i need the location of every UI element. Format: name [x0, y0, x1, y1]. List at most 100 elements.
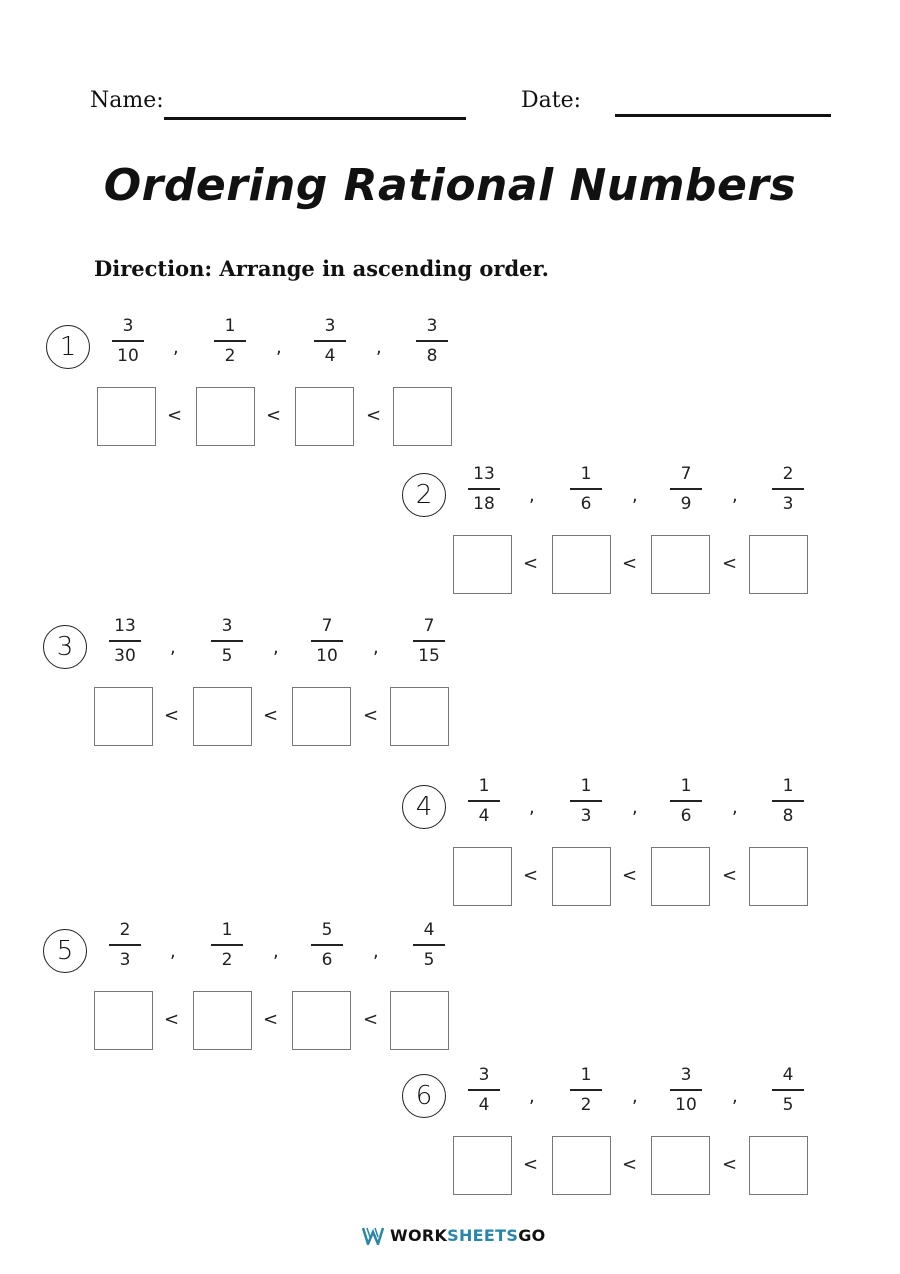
- problem-2: 2 13 18 1 6 7 9 2 3 ,,,<<<: [402, 464, 822, 613]
- problem-number: 3: [43, 625, 87, 669]
- denominator: 30: [114, 646, 136, 666]
- fraction: 13 18: [464, 463, 504, 515]
- fraction: 1 6: [666, 775, 706, 827]
- answer-box-2[interactable]: [193, 991, 252, 1050]
- answer-box-4[interactable]: [390, 991, 449, 1050]
- answer-box-1[interactable]: [453, 535, 512, 594]
- fraction: 3 4: [310, 315, 350, 367]
- answer-box-2[interactable]: [552, 847, 611, 906]
- answer-box-2[interactable]: [552, 535, 611, 594]
- numerator: 3: [221, 616, 233, 636]
- comma-separator: ,: [273, 637, 279, 658]
- fraction: 3 5: [207, 615, 247, 667]
- fraction: 4 5: [409, 919, 449, 971]
- comma-separator: ,: [632, 1086, 638, 1107]
- numerator: 3: [324, 316, 336, 336]
- problem-number: 2: [402, 473, 446, 517]
- fraction-bar: [211, 944, 243, 946]
- answer-box-4[interactable]: [390, 687, 449, 746]
- fraction-bar: [570, 800, 602, 802]
- fraction: 1 3: [566, 775, 606, 827]
- numerator: 3: [680, 1065, 692, 1085]
- numerator: 1: [580, 464, 592, 484]
- less-than-symbol: <: [266, 405, 282, 426]
- answer-box-2[interactable]: [552, 1136, 611, 1195]
- answer-box-3[interactable]: [292, 991, 351, 1050]
- denominator: 4: [324, 346, 336, 366]
- answer-box-1[interactable]: [94, 991, 153, 1050]
- answer-box-2[interactable]: [196, 387, 255, 446]
- answer-box-1[interactable]: [453, 847, 512, 906]
- problem-3: 3 13 30 3 5 7 10 7 15 ,,,<<<: [43, 616, 463, 765]
- less-than-symbol: <: [523, 1154, 539, 1175]
- fraction-bar: [772, 1089, 804, 1091]
- brand-work: WORK: [390, 1226, 448, 1245]
- denominator: 10: [675, 1095, 697, 1115]
- fraction: 2 3: [105, 919, 145, 971]
- name-field[interactable]: [164, 117, 466, 120]
- less-than-symbol: <: [263, 1009, 279, 1030]
- numerator: 7: [423, 616, 435, 636]
- comma-separator: ,: [373, 637, 379, 658]
- comma-separator: ,: [373, 941, 379, 962]
- footer-logo: WORKSHEETSGO: [362, 1226, 546, 1245]
- numerator: 1: [221, 920, 233, 940]
- comma-separator: ,: [632, 797, 638, 818]
- fraction: 1 8: [768, 775, 808, 827]
- answer-box-4[interactable]: [393, 387, 452, 446]
- less-than-symbol: <: [167, 405, 183, 426]
- fraction-bar: [311, 944, 343, 946]
- denominator: 6: [321, 950, 333, 970]
- fraction-bar: [570, 488, 602, 490]
- comma-separator: ,: [276, 337, 282, 358]
- numerator: 1: [224, 316, 236, 336]
- denominator: 15: [418, 646, 440, 666]
- direction-text: Direction: Arrange in ascending order.: [94, 256, 549, 281]
- answer-box-4[interactable]: [749, 535, 808, 594]
- numerator: 2: [782, 464, 794, 484]
- fraction: 13 30: [105, 615, 145, 667]
- denominator: 5: [782, 1095, 794, 1115]
- fraction-bar: [570, 1089, 602, 1091]
- comma-separator: ,: [529, 1086, 535, 1107]
- brand-go: GO: [518, 1226, 546, 1245]
- problem-number: 1: [46, 325, 90, 369]
- fraction-bar: [211, 640, 243, 642]
- denominator: 2: [580, 1095, 592, 1115]
- fraction-bar: [109, 944, 141, 946]
- fraction-bar: [468, 800, 500, 802]
- answer-box-3[interactable]: [651, 847, 710, 906]
- numerator: 5: [321, 920, 333, 940]
- numerator: 7: [321, 616, 333, 636]
- fraction: 1 6: [566, 463, 606, 515]
- less-than-symbol: <: [523, 553, 539, 574]
- problem-number-text: 2: [415, 480, 433, 510]
- answer-box-1[interactable]: [453, 1136, 512, 1195]
- answer-box-1[interactable]: [94, 687, 153, 746]
- fraction-bar: [670, 488, 702, 490]
- fraction-bar: [670, 800, 702, 802]
- problem-number-text: 4: [415, 792, 433, 822]
- brand-sheets: SHEETS: [447, 1226, 519, 1245]
- answer-box-4[interactable]: [749, 1136, 808, 1195]
- answer-box-3[interactable]: [295, 387, 354, 446]
- less-than-symbol: <: [363, 1009, 379, 1030]
- denominator: 5: [423, 950, 435, 970]
- denominator: 2: [221, 950, 233, 970]
- numerator: 3: [478, 1065, 490, 1085]
- less-than-symbol: <: [363, 705, 379, 726]
- answer-box-2[interactable]: [193, 687, 252, 746]
- name-label: Name:: [90, 88, 164, 113]
- date-field[interactable]: [615, 114, 831, 117]
- less-than-symbol: <: [722, 1154, 738, 1175]
- answer-box-3[interactable]: [292, 687, 351, 746]
- answer-box-4[interactable]: [749, 847, 808, 906]
- answer-box-3[interactable]: [651, 1136, 710, 1195]
- answer-box-3[interactable]: [651, 535, 710, 594]
- problem-6: 6 3 4 1 2 3 10 4 5 ,,,<<<: [402, 1065, 822, 1214]
- denominator: 5: [221, 646, 233, 666]
- less-than-symbol: <: [366, 405, 382, 426]
- answer-box-1[interactable]: [97, 387, 156, 446]
- less-than-symbol: <: [164, 705, 180, 726]
- problem-number: 6: [402, 1074, 446, 1118]
